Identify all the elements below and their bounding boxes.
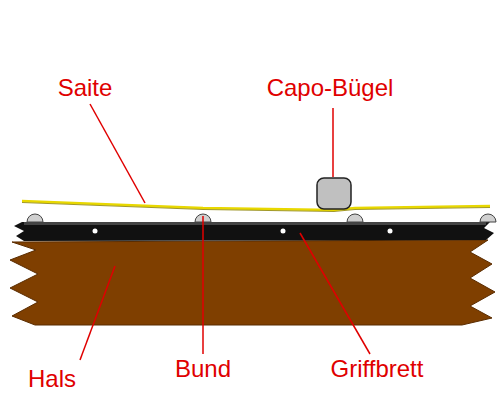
fret [480,214,496,222]
leader-line [332,108,334,177]
leader-line [300,233,370,354]
fretboard [14,222,494,241]
leader-line [202,216,204,354]
part-label: Saite [58,76,113,100]
inlay-dot [281,229,286,234]
string-shade [22,203,490,212]
capo [317,178,351,209]
part-label: Hals [28,367,76,391]
inlay-dot [93,229,98,234]
neck [10,240,495,325]
leader-line [80,266,115,360]
part-label: Bund [175,357,231,381]
inlay-dot [388,229,393,234]
part-label: Capo-Bügel [267,76,394,100]
fret [347,214,363,222]
fret [27,214,43,222]
part-label: Griffbrett [331,357,424,381]
fretboard-highlight [24,222,486,225]
leader-line [90,104,145,203]
